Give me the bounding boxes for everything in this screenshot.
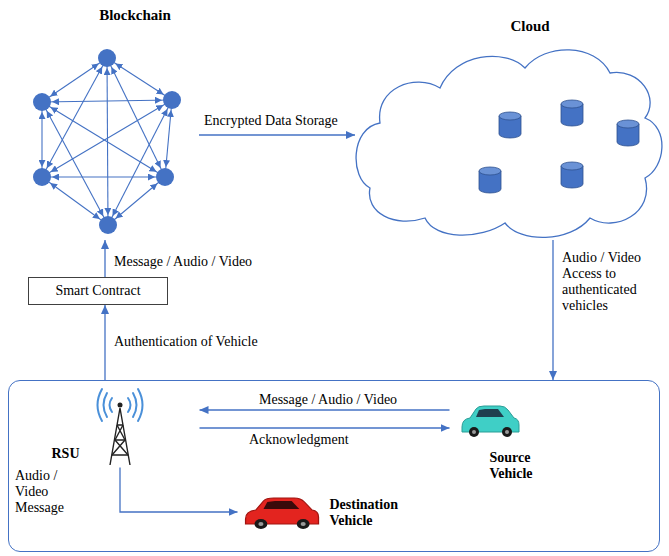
node-label: Destination Vehicle [330, 497, 414, 529]
database-cylinder [479, 167, 501, 175]
node-label: Smart Contract [55, 283, 140, 299]
vehicle: Source Vehicle [450, 398, 555, 490]
edge-label: Message / Audio / Video [258, 392, 398, 408]
flow-arrow [552, 240, 553, 380]
flow-arrow [199, 134, 355, 135]
chain-link [41, 102, 42, 177]
cloud-outline [356, 50, 662, 238]
chain-link [42, 58, 107, 177]
blockchain-network: Blockchain [25, 5, 199, 240]
peer-node [33, 168, 51, 186]
car-window [263, 501, 299, 509]
node-label: Blockchain [75, 7, 195, 24]
edge-label: Audio / Video Message [14, 468, 78, 516]
cloud-storage [479, 100, 639, 193]
chain-link [42, 102, 108, 225]
car-body [462, 406, 519, 432]
flow-arrow [200, 427, 450, 428]
signal-wave [98, 389, 103, 421]
database-cylinder [617, 120, 639, 128]
signal-wave [138, 389, 143, 421]
vehicle: Destination Vehicle [238, 494, 438, 536]
flow-arrow [104, 305, 105, 380]
peer-node [99, 216, 117, 234]
chain-link [42, 102, 165, 177]
peer-node [156, 168, 174, 186]
node-label: Cloud [475, 18, 585, 35]
car-wheel [469, 427, 479, 437]
edge-label: Message / Audio / Video [113, 254, 253, 270]
car-hub [301, 522, 306, 526]
signal-wave [104, 393, 108, 417]
blockchain-peers [33, 49, 181, 234]
car-window [476, 409, 504, 417]
chain-link [42, 58, 107, 102]
process-box: Smart Contract [28, 277, 168, 305]
chain-link [108, 177, 165, 225]
car-hub [258, 522, 263, 526]
node-label: RSU [52, 446, 80, 462]
signal-wave [133, 393, 137, 417]
car-hub [505, 430, 509, 434]
database-cylinder [499, 112, 521, 120]
tower-bar [112, 425, 128, 455]
car-body [246, 498, 319, 524]
database-cylinder [561, 162, 583, 170]
edge-label: Encrypted Data Storage [203, 113, 339, 129]
database-cylinder [561, 100, 583, 108]
flow-arrow [120, 468, 238, 513]
flow-arrow [104, 240, 105, 277]
chain-link [42, 177, 108, 225]
peer-node [98, 49, 116, 67]
signal-wave [110, 398, 113, 412]
flow-arrow [200, 409, 450, 410]
node-label: Source Vehicle [490, 450, 550, 482]
source-car [462, 406, 519, 437]
destination-car [246, 498, 319, 529]
chain-link [42, 176, 165, 177]
edge-label: Audio / Video Access to authenticated ve… [561, 250, 661, 314]
tower-brace [112, 425, 128, 455]
peer-node [163, 91, 181, 109]
cloud-outline [355, 18, 660, 240]
car-wheel [502, 427, 512, 437]
cloud-shape: Cloud [355, 18, 660, 240]
chain-link [42, 100, 172, 102]
car-hub [472, 430, 476, 434]
peer-node [33, 93, 51, 111]
antenna-tip [118, 403, 123, 408]
edge-label: Acknowledgment [248, 432, 350, 448]
rsu-tower [98, 389, 143, 465]
tower-leg [110, 408, 130, 465]
roadside-unit: RSU [45, 388, 200, 468]
blockchain-network [42, 58, 172, 225]
edge-label: Authentication of Vehicle [113, 334, 259, 350]
car-wheel [255, 519, 268, 529]
signal-wave [128, 398, 131, 412]
car-wheel [297, 519, 310, 529]
